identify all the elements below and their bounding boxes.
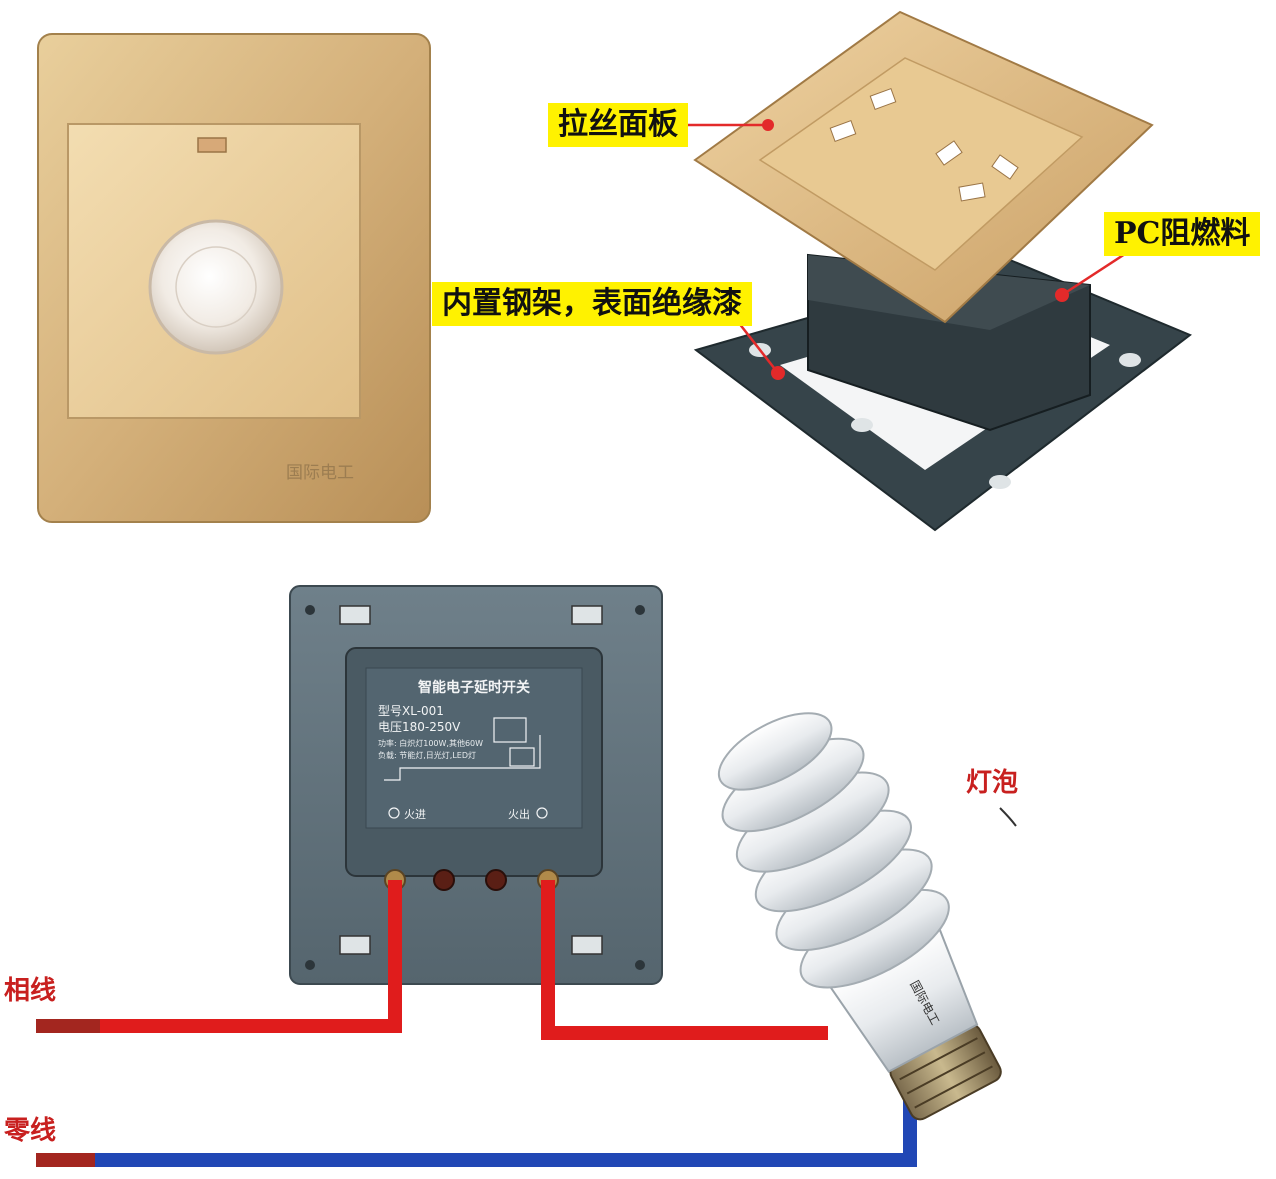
delay-switch-back: 智能电子延时开关 型号XL-001 电压180-250V 功率: 白炽灯100W… xyxy=(289,585,663,985)
pir-lens-icon xyxy=(148,219,284,355)
callout-pc-material: PC阻燃料 xyxy=(1104,212,1261,256)
switch-model: 型号XL-001 xyxy=(378,704,444,718)
brand-mark: 国际电工 xyxy=(286,463,354,483)
label-phase-wire: 相线 xyxy=(4,976,57,1006)
label-bulb: 灯泡 xyxy=(966,768,1019,798)
callout-steel-frame: 内置钢架，表面绝缘漆 xyxy=(432,282,752,326)
callout-brushed-face: 拉丝面板 xyxy=(548,103,688,147)
socket-exploded-view xyxy=(688,10,1192,532)
phase-wire xyxy=(100,880,402,1033)
switch-power: 功率: 白炽灯100W,其他60W xyxy=(378,738,483,748)
switch-load: 负载: 节能灯,日光灯,LED灯 xyxy=(378,750,476,760)
switched-live-wire xyxy=(541,880,828,1040)
label-neutral-wire: 零线 xyxy=(4,1116,57,1146)
cfl-bulb-icon: 国际电工 xyxy=(717,712,1017,1121)
fire-in-label: 火进 xyxy=(404,808,426,821)
switch-title: 智能电子延时开关 xyxy=(417,679,530,696)
switch-voltage: 电压180-250V xyxy=(378,720,461,734)
neutral-wire xyxy=(95,1075,917,1167)
pir-switch-front: 国际电工 xyxy=(37,33,431,523)
fire-out-label: 火出 xyxy=(508,807,530,821)
